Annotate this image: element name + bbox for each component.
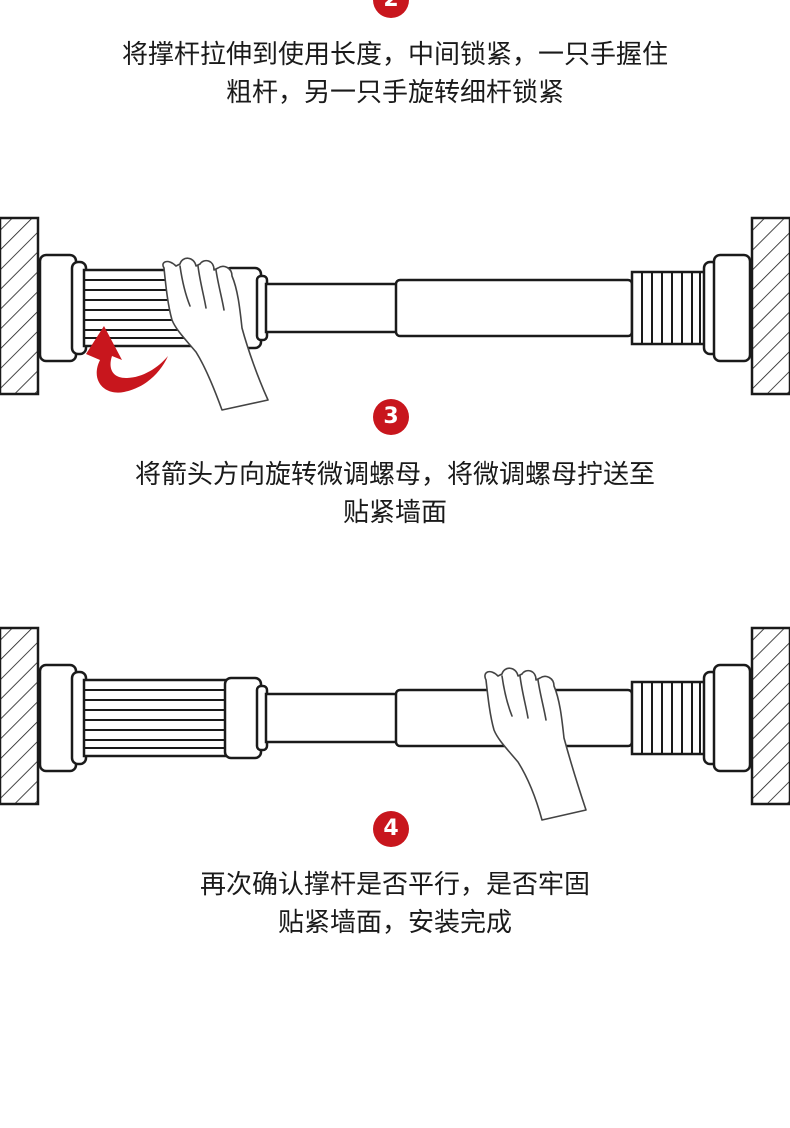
rod-illustration-check (0, 626, 790, 821)
left-wall (0, 216, 40, 396)
step-4-line-2: 贴紧墙面，安装完成 (277, 908, 512, 938)
step-4-badge: 4 (373, 811, 409, 847)
hand-icon (484, 667, 587, 821)
rotate-arrow-icon (86, 326, 168, 393)
step-4-instruction: 再次确认撑杆是否平行，是否牢固 贴紧墙面，安装完成 (0, 866, 790, 942)
step-2-line-1: 将撑杆拉伸到使用长度，中间锁紧，一只手握住 (121, 40, 668, 70)
step-4-line-1: 再次确认撑杆是否平行，是否牢固 (199, 870, 590, 900)
step-3-line-1: 将箭头方向旋转微调螺母，将微调螺母拧送至 (134, 460, 655, 490)
step-2-line-2: 粗杆，另一只手旋转细杆锁紧 (225, 78, 564, 108)
step-2-instruction: 将撑杆拉伸到使用长度，中间锁紧，一只手握住 粗杆，另一只手旋转细杆锁紧 (0, 36, 790, 112)
rod-illustration-twist (0, 216, 790, 411)
left-wall (0, 626, 40, 806)
step-2-badge: 2 (373, 0, 409, 18)
step-3-instruction: 将箭头方向旋转微调螺母，将微调螺母拧送至 贴紧墙面 (0, 456, 790, 532)
right-wall (750, 626, 790, 806)
hand-icon (162, 257, 269, 411)
step-3-badge: 3 (373, 399, 409, 435)
step-3-line-2: 贴紧墙面 (342, 498, 447, 528)
right-wall (750, 216, 790, 396)
